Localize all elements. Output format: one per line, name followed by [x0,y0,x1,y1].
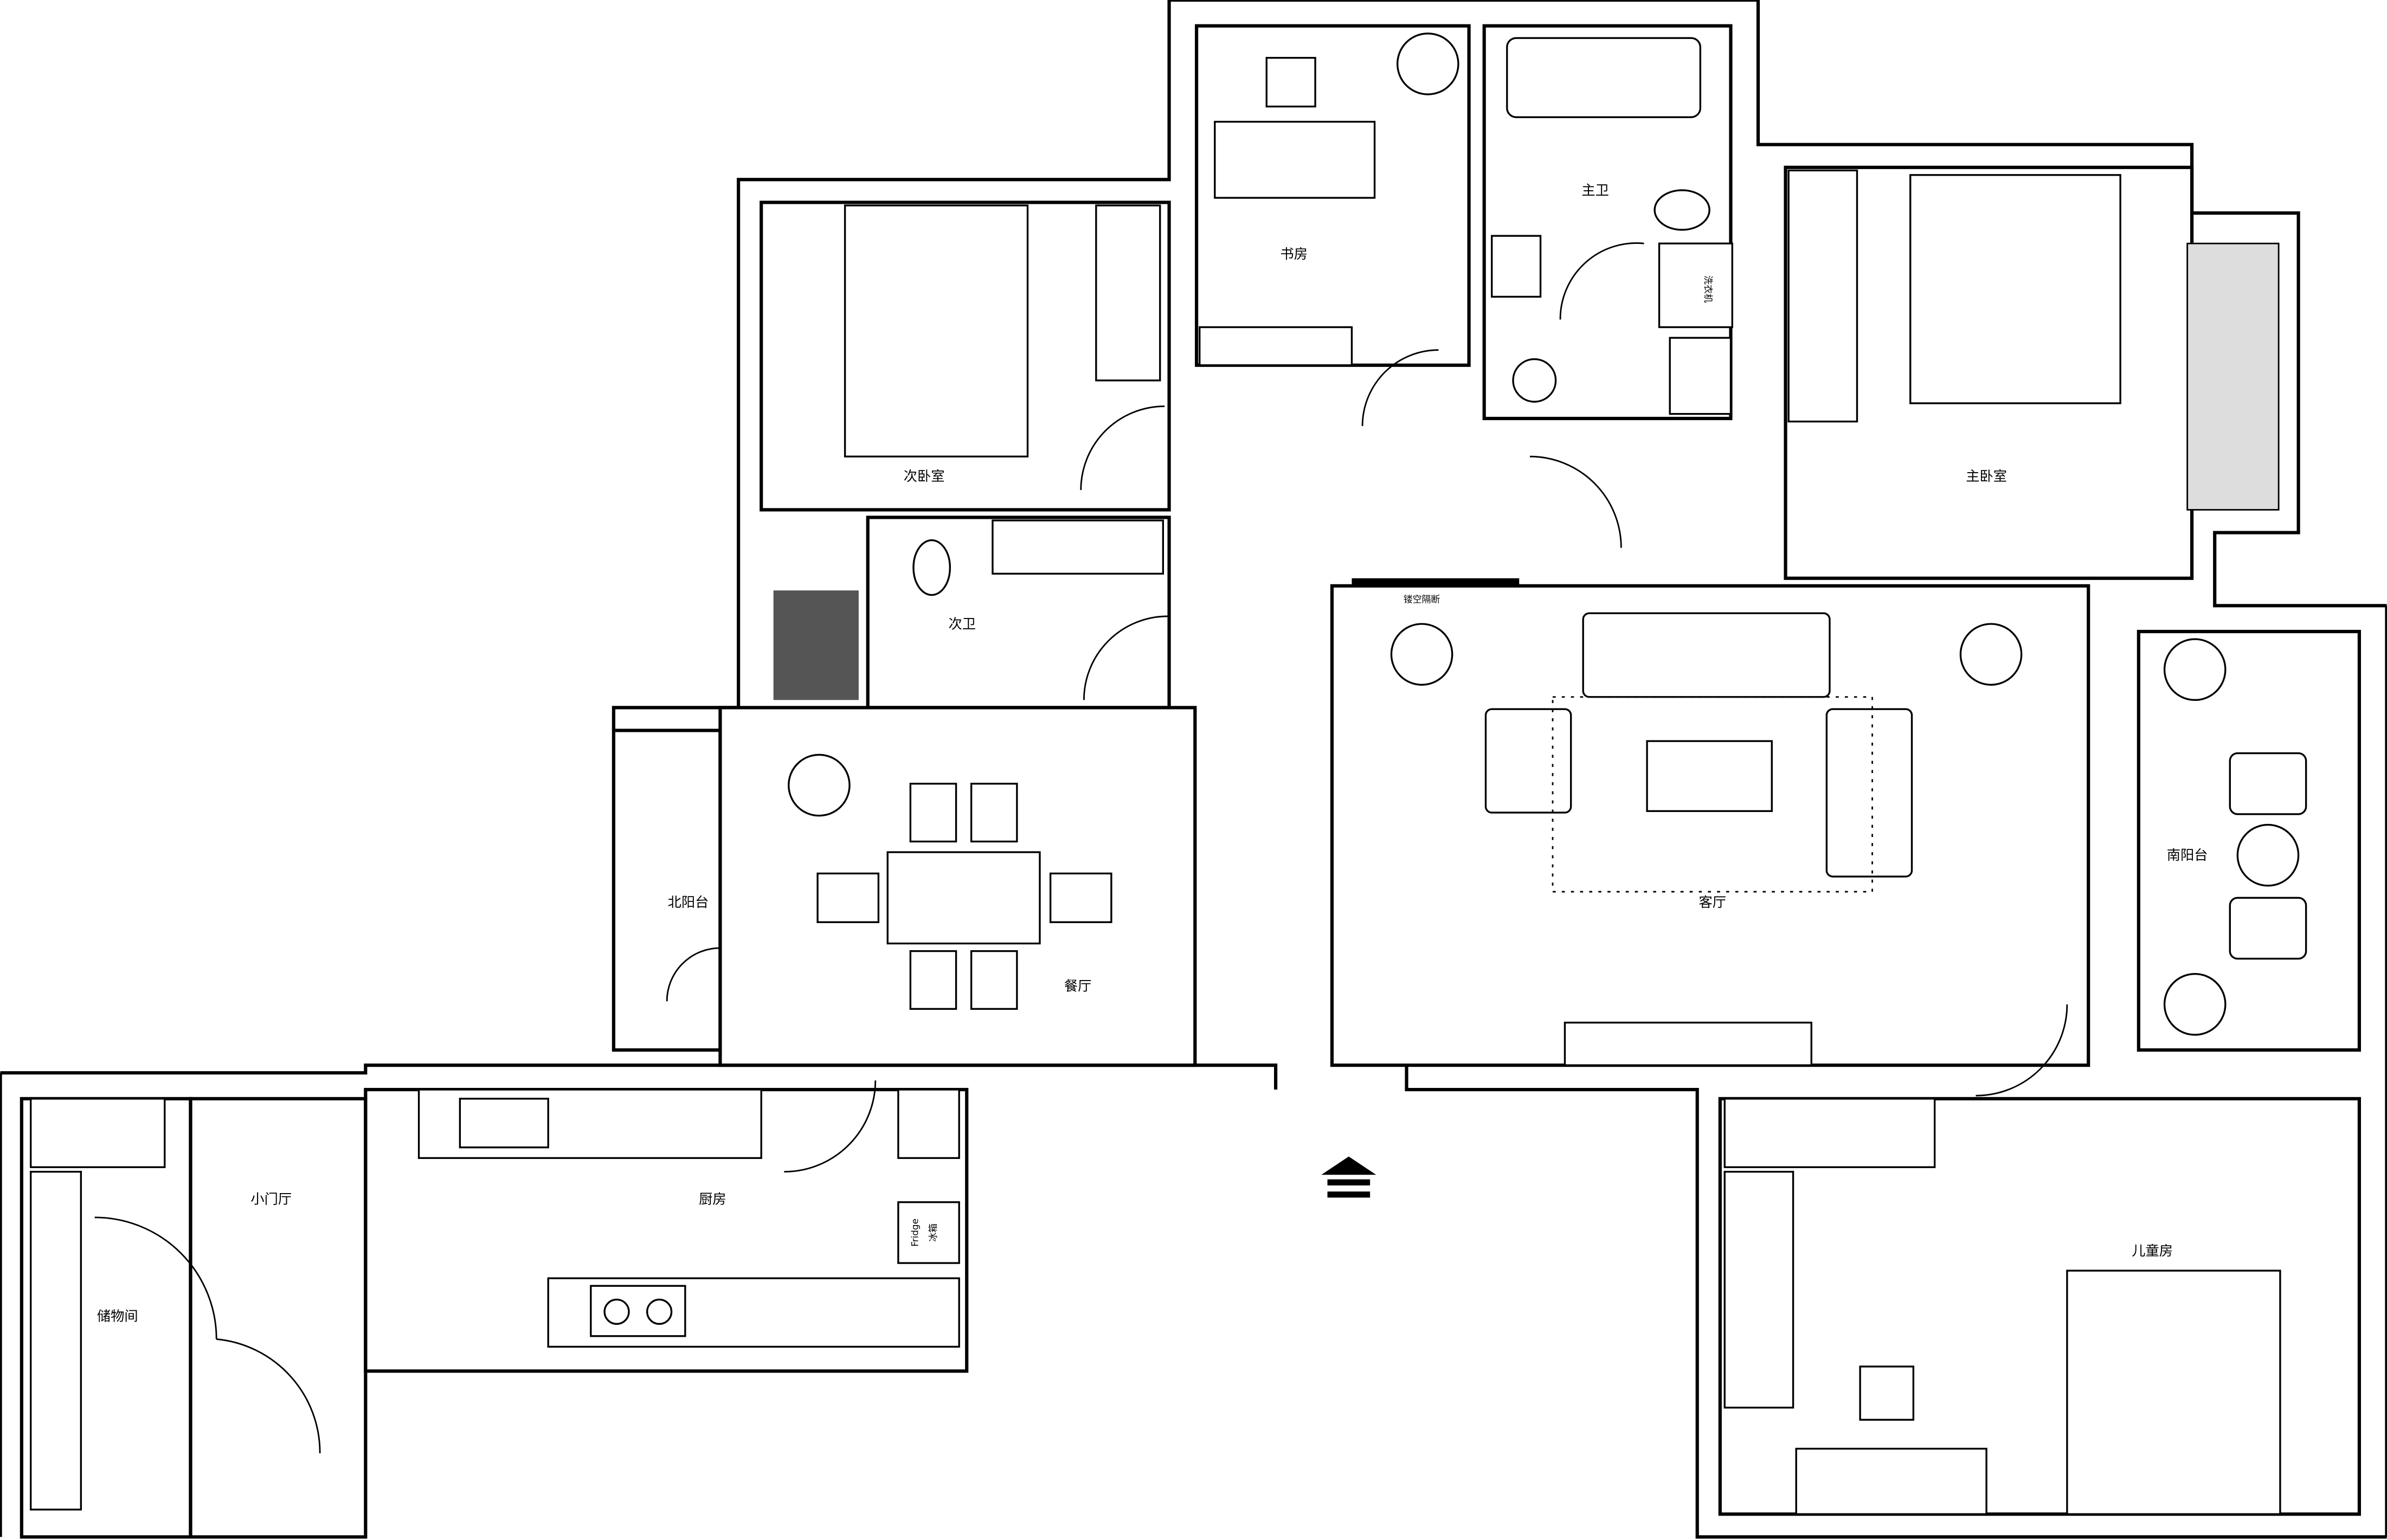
master-sink [1491,235,1542,298]
label-kitchen: 厨房 [699,1191,726,1207]
grid-shower [773,590,859,700]
label-north-balcony: 北阳台 [668,894,709,910]
doors [94,242,2068,1453]
label-living-room: 客厅 [1699,894,1727,910]
hollow-partition [1352,578,1520,586]
storage-shelves [30,1098,166,1168]
second-bed [844,204,1029,458]
master-bay-window [2186,242,2280,511]
balcony-chair-1 [2229,752,2307,815]
armchair-left [1484,708,1572,814]
study-bookshelf [1199,326,1353,366]
label-partition: 镂空隔断 [1404,594,1440,605]
furniture [30,33,2307,1515]
room-labels: 书房 主卫 主卧室 次卧室 次卫 镂空隔断 客厅 南阳台 北阳台 餐厅 小门厅 … [97,182,2208,1324]
kids-chair [1859,1365,1915,1421]
kids-bed [2066,1270,2281,1515]
label-south-balcony: 南阳台 [2167,847,2208,863]
label-fridge-cn: 冰箱 [928,1223,938,1242]
plant-icons [788,33,2227,1036]
study-desk [1214,120,1376,199]
label-fridge-en: Fridge [909,1219,920,1247]
second-wardrobe [1095,204,1161,382]
bath-vanity [992,519,1164,575]
label-master-bath: 主卫 [1581,182,1609,198]
label-master-bedroom: 主卧室 [1966,468,2007,484]
balcony-chair-2 [2229,897,2307,960]
label-study: 书房 [1281,246,1308,262]
label-children-room: 儿童房 [2132,1243,2173,1259]
master-bed [1909,174,2121,404]
label-foyer: 小门厅 [250,1191,292,1207]
master-wardrobe [1787,169,1858,423]
sofa [1582,612,1831,698]
balcony-table [2236,823,2300,887]
label-dining: 餐厅 [1064,978,1092,994]
coffee-table [1646,740,1773,812]
kids-wardrobe [1723,1098,1936,1168]
kitchen-sink [459,1098,549,1149]
kitchen-cabinet [897,1088,960,1159]
armchair-right [1825,708,1913,878]
dining-table [886,851,1041,945]
shower-drain [1512,358,1557,403]
bathtub [1506,37,1702,118]
label-washer: 洗衣机 [1703,275,1714,303]
toilet-second [912,539,951,596]
entry-arrow-icon [1321,1156,1376,1198]
tv-cabinet [1564,1021,1812,1066]
toilet-master [1653,189,1710,231]
study-chair [1265,56,1316,108]
label-second-bath: 次卫 [949,616,976,632]
label-second-bedroom: 次卧室 [904,468,945,484]
shower [1669,337,1732,415]
kids-desk [1795,1447,1987,1515]
rug [1552,696,1873,893]
fridge [897,1201,960,1264]
label-storage: 储物间 [97,1309,138,1324]
washer [1658,242,1733,328]
